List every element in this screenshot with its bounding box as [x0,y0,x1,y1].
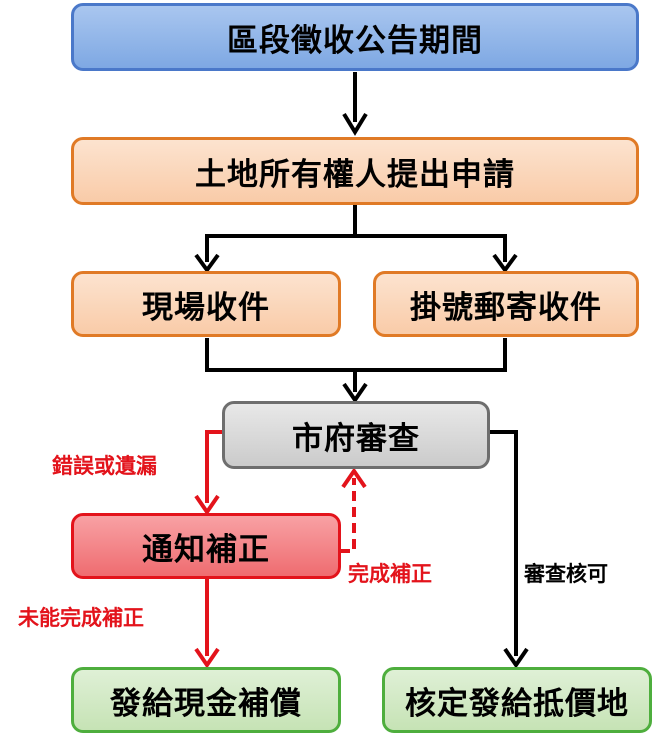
node-onsite-intake: 現場收件 [71,271,341,337]
node-city-review: 市府審查 [222,401,490,469]
node-cash-compensation: 發給現金補償 [71,667,341,733]
label-review-approved: 審查核可 [524,562,608,586]
label-correction-failed: 未能完成補正 [18,606,144,630]
arrow-review-to-notify [194,430,224,516]
label-correction-done: 完成補正 [348,562,432,586]
node-owner-apply: 土地所有權人提出申請 [71,137,639,205]
arrow-notify-to-review-dashed [340,467,367,553]
arrow-intake-to-review [205,338,507,404]
arrow-notify-to-cash [194,578,220,669]
arrow-review-to-land [490,430,529,669]
node-announce-period: 區段徵收公告期間 [71,3,639,71]
node-land-allocation: 核定發給抵價地 [382,667,652,733]
node-notify-correction: 通知補正 [71,513,341,579]
label-error-omission: 錯誤或遺漏 [52,454,157,478]
arrow-announce-to-apply [342,72,368,136]
node-mail-intake: 掛號郵寄收件 [373,271,639,337]
arrow-apply-to-intake [194,205,518,274]
